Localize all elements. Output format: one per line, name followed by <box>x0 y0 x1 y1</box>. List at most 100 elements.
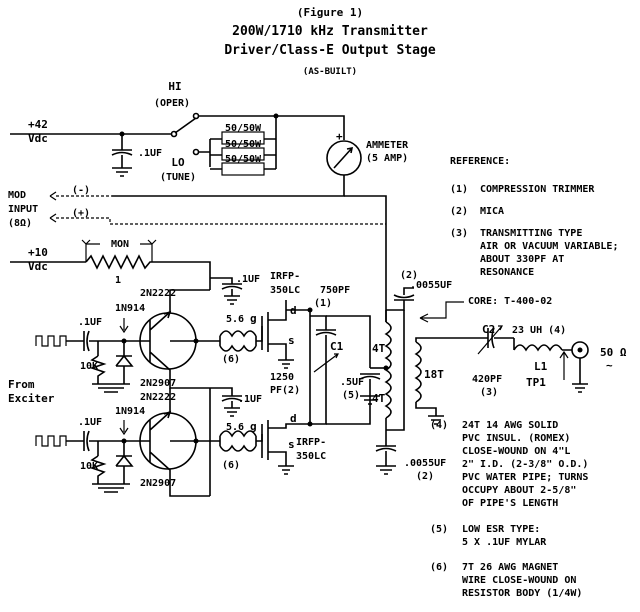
reference-note-4-line-3: CLOSE-WOUND ON 4"L <box>462 446 570 457</box>
gate-label-lower: g <box>250 420 257 433</box>
supply-42-label: +42 <box>28 118 48 131</box>
input-cap-lower-label: .1UF <box>78 417 102 428</box>
mod-input-label-1: MOD <box>8 190 26 201</box>
reference-note-6-line-3: RESISTOR BODY (1/4W) <box>462 588 582 599</box>
switch-lo-label: LO <box>171 156 185 169</box>
reference-note-6: (6) 7T 26 AWG MAGNET WIRE CLOSE-WOUND ON… <box>430 562 582 599</box>
supply-10-unit: Vdc <box>28 260 48 273</box>
reference-note-5-num: (5) <box>430 524 448 535</box>
reference-note-6-num: (6) <box>430 562 448 573</box>
load-label: 50 Ω <box>600 346 627 359</box>
secondary-turns: 18T <box>424 368 444 381</box>
mod-input-label-2: INPUT <box>8 204 38 215</box>
mod-minus-label: (-) <box>72 185 90 196</box>
pnp-lower-label: 2N2907 <box>140 478 176 489</box>
ferrite-ref-upper: (6) <box>222 354 240 365</box>
reference-note-4-num: (4) <box>430 420 448 431</box>
reference-note-5: (5) LOW ESR TYPE: 5 X .1UF MYLAR <box>430 524 547 548</box>
gate-label-upper: g <box>250 312 257 325</box>
supply-42-unit: Vdc <box>28 132 48 145</box>
reference-note-3-num: (3) <box>450 228 468 239</box>
figure-label: (Figure 1) <box>297 6 363 19</box>
reference-note-4-line-6: OCCUPY ABOUT 2-5/8" <box>462 485 576 496</box>
mon-label: MON <box>111 239 129 250</box>
resistor-50w-label-2: 50/50W <box>225 139 262 150</box>
cap-0055uf-top-label: .0055UF <box>410 280 452 291</box>
exciter-label-2: Exciter <box>8 392 55 405</box>
drain-label-lower: d <box>290 412 297 425</box>
input-cap-upper-label: .1UF <box>78 317 102 328</box>
cap-750pf-ref: (1) <box>314 298 332 309</box>
reference-note-4-line-5: PVC WATER PIPE; TURNS <box>462 472 588 483</box>
cap-1250pf-label-1: 1250 <box>270 372 294 383</box>
mosfet-lower-label-1: IRFP- <box>296 437 326 448</box>
l1-value: 23 UH (4) <box>512 325 566 336</box>
reference-note-3-line-4: RESONANCE <box>480 267 534 278</box>
source-label-lower: s <box>288 438 295 451</box>
reference-note-6-line-2: WIRE CLOSE-WOUND ON <box>462 575 576 586</box>
cap-1250pf-label-2: PF(2) <box>270 385 300 396</box>
gate-resistor-lower-label: 5.6 <box>226 422 244 433</box>
primary-turns-lower: 4T <box>372 392 386 405</box>
gate-resistor-upper-label: 5.6 <box>226 314 244 325</box>
l1-label: L1 <box>534 360 548 373</box>
diode-lower-label: 1N914 <box>115 406 145 417</box>
mosfet-lower-label-2: 350LC <box>296 451 326 462</box>
reference-note-2-line-1: MICA <box>480 206 504 217</box>
reference-note-1: (1) COMPRESSION TRIMMER <box>450 184 595 195</box>
c1-label: C1 <box>330 340 344 353</box>
primary-turns-upper: 4T <box>372 342 386 355</box>
reference-note-4-line-2: PVC INSUL. (ROMEX) <box>462 433 570 444</box>
reference-note-1-num: (1) <box>450 184 468 195</box>
as-built-note: (AS-BUILT) <box>303 67 357 77</box>
ferrite-ref-lower: (6) <box>222 460 240 471</box>
bypass-cap-lower-label: .1UF <box>238 394 262 405</box>
reference-note-3: (3) TRANSMITTING TYPE AIR OR VACUUM VARI… <box>450 228 618 278</box>
mosfet-upper-label-2: 350LC <box>270 285 300 296</box>
switch-tune-label: (TUNE) <box>160 172 196 183</box>
reference-note-5-line-1: LOW ESR TYPE: <box>462 524 540 535</box>
reference-note-6-line-1: 7T 26 AWG MAGNET <box>462 562 558 573</box>
resistor-50w-label-1: 50/50W <box>225 123 262 134</box>
mon-ref: 1 <box>115 275 121 286</box>
reference-note-3-line-3: ABOUT 330PF AT <box>480 254 564 265</box>
cap-0055uf-bottom-label: .0055UF <box>404 458 446 469</box>
resistor-10k-upper-label: 10K <box>80 361 98 372</box>
diagram-subtitle: Driver/Class-E Output Stage <box>224 43 435 58</box>
c2-value: 420PF <box>472 374 502 385</box>
reference-heading: REFERENCE: <box>450 156 510 167</box>
mod-input-label-3: (8Ω) <box>8 218 32 229</box>
source-label-upper: s <box>288 334 295 347</box>
switch-hi-label: HI <box>168 80 181 93</box>
switch-oper-label: (OPER) <box>154 98 190 109</box>
cap-5uf-label: .5UF <box>340 377 364 388</box>
ammeter-range: (5 AMP) <box>366 153 408 164</box>
bypass-cap-10-label: .1UF <box>236 274 260 285</box>
npn-lower-label: 2N2222 <box>140 392 176 403</box>
cap-0055uf-bottom-ref: (2) <box>416 471 434 482</box>
reference-note-4-line-1: 24T 14 AWG SOLID <box>462 420 558 431</box>
cap-0055uf-top-ref: (2) <box>400 270 418 281</box>
reference-note-5-line-2: 5 X .1UF MYLAR <box>462 537 547 548</box>
resistor-50w-label-3: 50/50W <box>225 154 262 165</box>
reference-note-4-line-7: OF PIPE'S LENGTH <box>462 498 558 509</box>
cap-5uf-ref: (5) <box>342 390 360 401</box>
ammeter-name: AMMETER <box>366 140 409 151</box>
reference-note-4-line-4: 2" I.D. (2-3/8" O.D.) <box>462 459 588 470</box>
resistor-10k-lower-label: 10K <box>80 461 98 472</box>
exciter-label-1: From <box>8 378 35 391</box>
diagram-title: 200W/1710 kHz Transmitter <box>232 24 428 39</box>
reference-note-2: (2) MICA <box>450 206 504 217</box>
npn-upper-label: 2N2222 <box>140 288 176 299</box>
ammeter-plus: + <box>336 130 343 143</box>
pnp-upper-label: 2N2907 <box>140 378 176 389</box>
cap-750pf-label: 750PF <box>320 285 350 296</box>
reference-note-1-line-1: COMPRESSION TRIMMER <box>480 184 595 195</box>
tp1-label: TP1 <box>526 376 546 389</box>
core-label: CORE: T-400-02 <box>468 296 552 307</box>
diode-upper-label: 1N914 <box>115 303 145 314</box>
c2-ref: (3) <box>480 387 498 398</box>
mod-plus-label: (+) <box>72 208 90 219</box>
bypass-cap-42-label: .1UF <box>138 148 162 159</box>
